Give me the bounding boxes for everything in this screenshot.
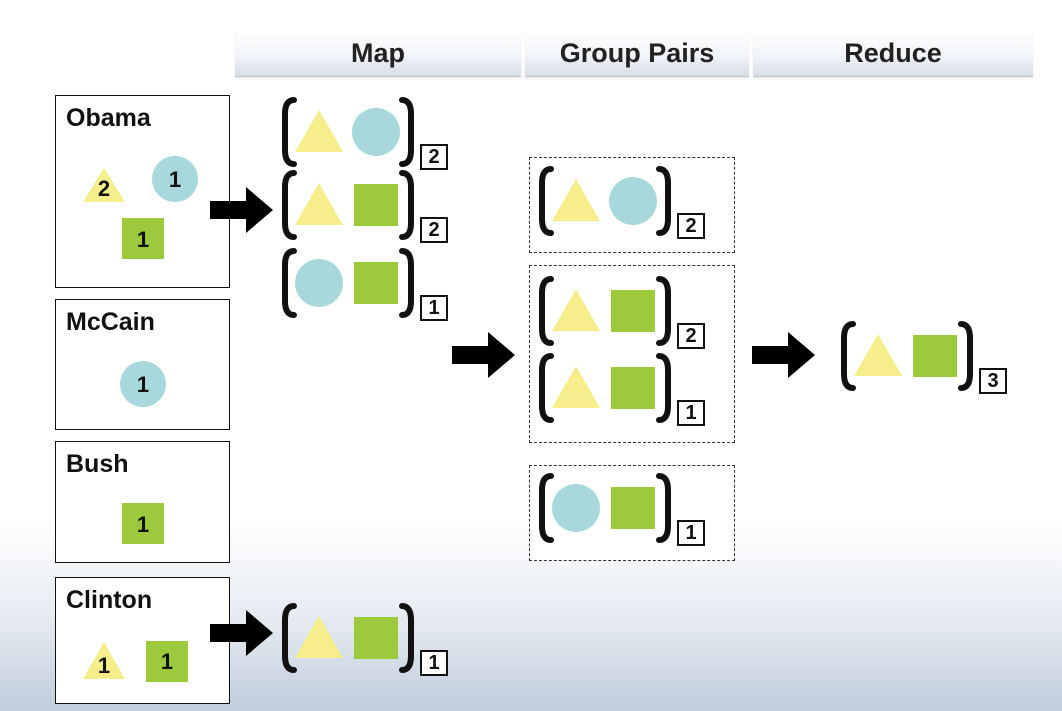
header-map: Map [235, 30, 521, 77]
left-bracket [539, 166, 554, 236]
right-bracket [656, 353, 671, 423]
square-icon [913, 335, 957, 377]
group-pair: 1 [535, 470, 725, 550]
voter-name: Clinton [66, 586, 153, 614]
triangle-icon [552, 179, 600, 221]
voter-name: Bush [66, 450, 129, 478]
voter-box-obama: Obama 2 1 1 [55, 95, 230, 288]
square-icon [611, 290, 655, 332]
arrow-icon [210, 610, 273, 656]
voter-items-obama [83, 156, 198, 259]
pair-graphic [282, 603, 414, 673]
right-bracket [399, 97, 414, 167]
voter-box-clinton: Clinton 1 1 [55, 577, 230, 704]
square-icon [146, 641, 188, 682]
right-bracket [958, 321, 973, 391]
triangle-icon [295, 110, 343, 152]
left-bracket [539, 473, 554, 543]
left-bracket [282, 603, 297, 673]
item-count: 1 [160, 649, 174, 674]
left-bracket [282, 248, 297, 318]
right-bracket [656, 473, 671, 543]
item-count: 1 [168, 167, 182, 192]
circle-icon [552, 484, 600, 532]
left-bracket [282, 170, 297, 240]
item-count: 1 [97, 653, 111, 678]
map-pair: 2 [278, 94, 468, 174]
item-count: 2 [97, 176, 111, 201]
pair-graphic [282, 97, 414, 167]
voter-items-bush [122, 503, 164, 544]
group-pair: 2 [535, 163, 725, 243]
pair-count: 1 [677, 400, 705, 426]
voter-box-mccain: McCain 1 [55, 299, 230, 430]
pair-count: 3 [979, 368, 1007, 394]
pair-graphic [841, 321, 973, 391]
pair-graphic [539, 473, 671, 543]
pair-count: 1 [420, 295, 448, 321]
pair-count: 2 [677, 213, 705, 239]
item-count: 1 [136, 512, 150, 537]
map-pair: 2 [278, 167, 468, 247]
circle-icon [152, 156, 198, 202]
pair-graphic [539, 276, 671, 346]
left-bracket [841, 321, 856, 391]
header-reduce-label: Reduce [844, 37, 942, 68]
item-count: 1 [136, 227, 150, 252]
reduce-pair: 3 [837, 318, 1027, 398]
square-icon [354, 262, 398, 304]
group-pair: 2 [535, 273, 725, 353]
voter-name: McCain [66, 308, 155, 336]
voter-items-clinton [83, 641, 188, 682]
arrow-icon [452, 332, 515, 378]
arrow-icon [752, 332, 815, 378]
header-reduce: Reduce [753, 30, 1033, 77]
pair-count: 2 [420, 144, 448, 170]
right-bracket [656, 276, 671, 346]
pair-graphic [282, 248, 414, 318]
pair-count: 2 [420, 217, 448, 243]
triangle-icon [295, 616, 343, 658]
triangle-icon [854, 334, 902, 376]
left-bracket [282, 97, 297, 167]
square-icon [611, 367, 655, 409]
voter-box-bush: Bush 1 [55, 441, 230, 563]
triangle-icon [83, 642, 125, 679]
circle-icon [120, 361, 166, 407]
circle-icon [352, 108, 400, 156]
voter-name: Obama [66, 104, 151, 132]
square-icon [354, 617, 398, 659]
square-icon [122, 218, 164, 259]
pair-count: 2 [677, 323, 705, 349]
voter-items-mccain [120, 361, 166, 407]
item-count: 1 [136, 372, 150, 397]
right-bracket [399, 603, 414, 673]
map-pair: 1 [278, 600, 468, 680]
triangle-icon [83, 168, 125, 202]
map-pair: 1 [278, 245, 468, 325]
right-bracket [399, 248, 414, 318]
circle-icon [609, 177, 657, 225]
right-bracket [399, 170, 414, 240]
left-bracket [539, 353, 554, 423]
square-icon [122, 503, 164, 544]
left-bracket [539, 276, 554, 346]
triangle-icon [295, 183, 343, 225]
pair-count: 1 [677, 520, 705, 546]
square-icon [611, 487, 655, 529]
pair-graphic [539, 166, 671, 236]
header-group-pairs-label: Group Pairs [559, 37, 715, 68]
triangle-icon [552, 289, 600, 331]
pair-count: 1 [420, 650, 448, 676]
right-bracket [656, 166, 671, 236]
circle-icon [295, 259, 343, 307]
pair-graphic [282, 170, 414, 240]
header-map-label: Map [351, 37, 405, 68]
triangle-icon [552, 366, 600, 408]
pair-graphic [539, 353, 671, 423]
square-icon [354, 184, 398, 226]
group-pair: 1 [535, 350, 725, 430]
arrow-icon [210, 187, 273, 233]
header-group-pairs: Group Pairs [525, 30, 749, 77]
